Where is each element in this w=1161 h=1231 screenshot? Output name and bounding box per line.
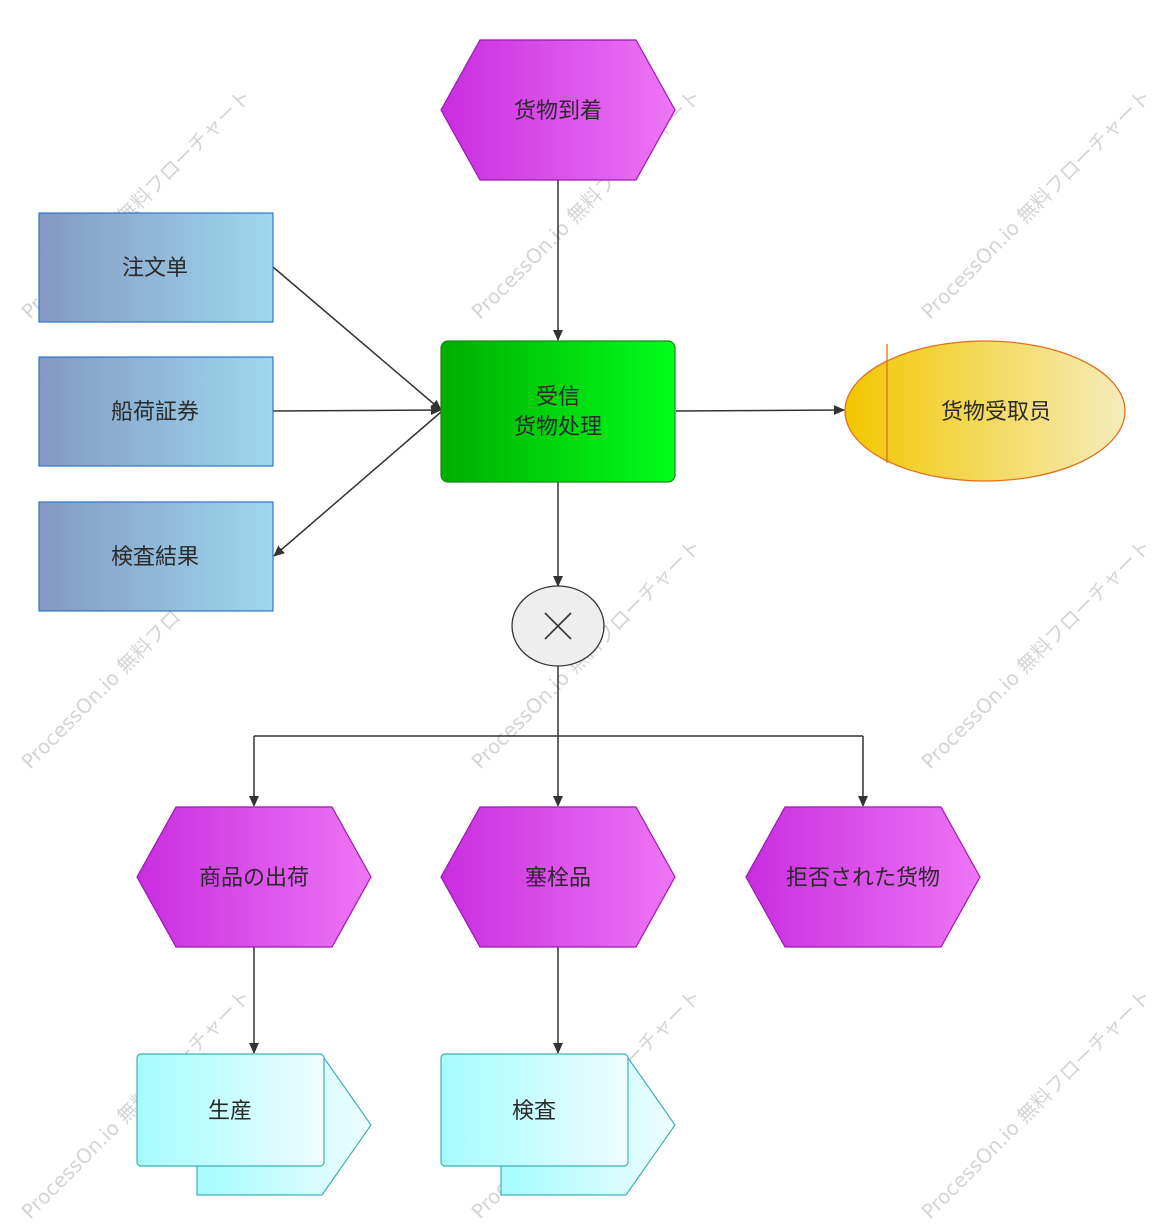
document-inspection-result-label: 検査結果 [111,545,199,570]
event-arrival[interactable]: 货物到着 [440,39,676,181]
event-rejected-goods[interactable]: 拒否された货物 [745,806,981,948]
function-label-line1: 受信 [536,385,580,410]
edge-process-to-receiver [675,405,845,416]
edges [249,180,868,1054]
document-order[interactable]: 注文单 [38,212,274,323]
process-production-label: 生産 [208,1099,252,1124]
function-cargo-processing[interactable]: 受信 货物处理 [440,340,676,483]
edge-process-to-inspect-result [273,411,442,557]
document-bill-of-lading[interactable]: 船荷証券 [38,356,274,467]
event-ship-label: 商品の出荷 [199,866,309,891]
document-inspection-result[interactable]: 検査結果 [38,501,274,612]
watermark: ProcessOn.io 無料フローチャート [917,984,1156,1223]
event-arrival-label: 货物到着 [514,99,602,124]
event-ship-goods[interactable]: 商品の出荷 [136,806,372,948]
document-order-label: 注文单 [122,256,188,281]
watermark: ProcessOn.io 無料フローチャート [917,534,1156,773]
edge-bill-to-process [272,405,442,416]
event-blocked-label: 塞栓品 [525,866,591,891]
event-blocked-goods[interactable]: 塞栓品 [440,806,676,948]
process-inspection-label: 検査 [512,1099,556,1124]
event-rejected-label: 拒否された货物 [786,866,940,891]
edge-order-to-process [272,266,442,411]
xor-connector[interactable] [511,585,605,667]
organization-receiver[interactable]: 货物受取员 [844,340,1126,482]
watermark: ProcessOn.io 無料フローチャート [917,84,1156,323]
organization-receiver-label: 货物受取员 [941,400,1051,425]
document-bill-label: 船荷証券 [111,400,199,425]
process-path-production[interactable]: 生産 [136,1053,372,1196]
process-path-inspection[interactable]: 検査 [440,1053,676,1196]
function-label-line2: 货物处理 [514,415,602,440]
